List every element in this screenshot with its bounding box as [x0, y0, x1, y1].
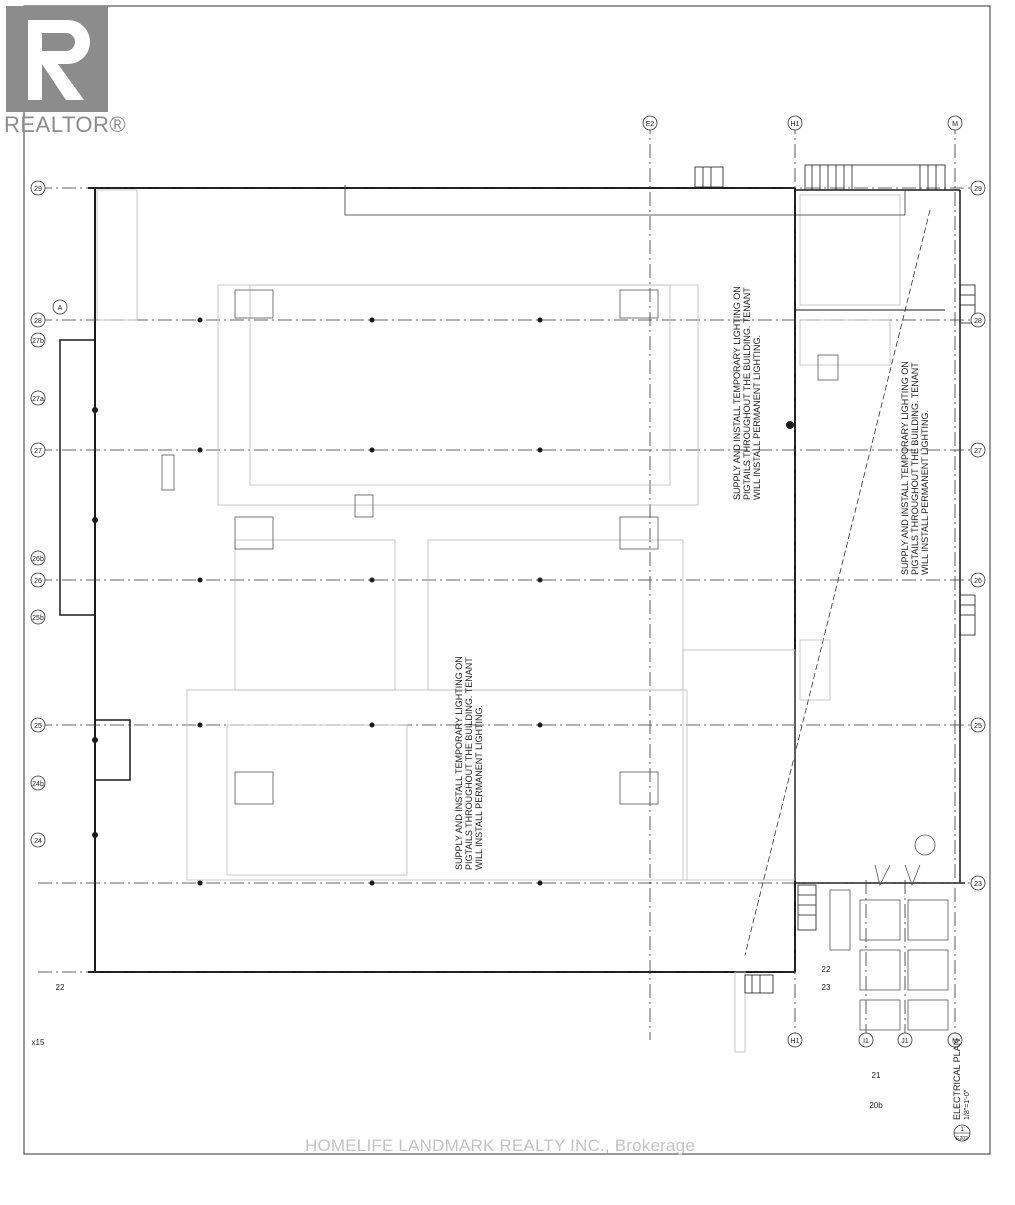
grid-bubbles-right: [970, 180, 986, 891]
svg-text:WILL INSTALL PERMANENT LIGHTIN: WILL INSTALL PERMANENT LIGHTING.: [474, 705, 484, 870]
stairs: [694, 164, 976, 994]
grid-label-row: 26: [34, 578, 42, 585]
grid-rows: [38, 187, 985, 973]
svg-text:PIGTAILS THROUGHOUT THE BUILDI: PIGTAILS THROUGHOUT THE BUILDING. TENANT: [742, 287, 752, 500]
grid-label-row: 28: [34, 318, 42, 325]
bottom-number: 22: [822, 965, 831, 974]
realtor-logo: [6, 6, 108, 112]
bottom-number: 20b: [869, 1101, 883, 1110]
grid-label-row: 27a: [32, 396, 44, 403]
realtor-logo-text: REALTOR®: [4, 112, 127, 137]
svg-text:SUPPLY AND INSTALL TEMPORARY L: SUPPLY AND INSTALL TEMPORARY LIGHTING ON: [732, 286, 742, 500]
feeder-leader: [344, 185, 906, 216]
grid-label-col-bottom: I1: [863, 1038, 869, 1045]
equipment-boxes: [161, 289, 839, 805]
grid-label-row-right: 23: [974, 881, 982, 888]
title-block: 1 E202 ELECTRICAL PLAN 1/8"=1'-0": [952, 1039, 971, 1142]
device-dots: [92, 317, 794, 886]
realtor-r-icon: [6, 6, 108, 112]
svg-text:PIGTAILS THROUGHOUT THE BUILDI: PIGTAILS THROUGHOUT THE BUILDING. TENANT: [910, 362, 920, 575]
diagonal-feeder: [744, 209, 931, 956]
svg-text:SUPPLY AND INSTALL TEMPORARY L: SUPPLY AND INSTALL TEMPORARY LIGHTING ON: [900, 361, 910, 575]
sheet-ref: 1: [960, 1127, 964, 1133]
grid-label-row: 24b: [32, 781, 44, 788]
svg-text:SUPPLY AND INSTALL TEMPORARY L: SUPPLY AND INSTALL TEMPORARY LIGHTING ON: [454, 656, 464, 870]
grid-label-row: 27: [34, 448, 42, 455]
bottom-number: 21: [872, 1071, 881, 1080]
grid-label-row-right: 28: [974, 318, 982, 325]
grid-label-col: M: [952, 121, 958, 128]
grid-label-col-bottom: M: [952, 1038, 958, 1045]
grid-label-row: 25: [34, 723, 42, 730]
side-label: x15: [32, 1038, 45, 1047]
grid-label-row: 29: [34, 186, 42, 193]
drawing-title: ELECTRICAL PLAN: [952, 1039, 962, 1120]
grid-cols: [649, 120, 956, 1040]
grid-label-col-bottom: H1: [791, 1038, 800, 1045]
grid-bubbles-bottom: [787, 1032, 963, 1048]
note-temporary-lighting-3: SUPPLY AND INSTALL TEMPORARY LIGHTING ON…: [454, 656, 484, 870]
drawing-scale: 1/8"=1'-0": [964, 1089, 971, 1120]
note-temporary-lighting-2: SUPPLY AND INSTALL TEMPORARY LIGHTING ON…: [900, 361, 930, 575]
svg-text:WILL INSTALL PERMANENT LIGHTIN: WILL INSTALL PERMANENT LIGHTING.: [920, 410, 930, 575]
dock-area: [829, 834, 949, 1031]
grid-label-row: 27b: [32, 338, 44, 345]
room-outlines: [96, 189, 901, 1053]
grid-bubbles-top: [52, 115, 963, 315]
grid-label-row-right: 25: [974, 723, 982, 730]
bottom-number: 23: [822, 983, 831, 992]
brokerage-watermark: HOMELIFE LANDMARK REALTY INC., Brokerage: [305, 1136, 695, 1155]
grid-label-col-a: A: [58, 305, 63, 312]
grid-label-row: 26b: [32, 556, 44, 563]
grid-label-col: E2: [646, 121, 655, 128]
grid-bubbles-left: [30, 180, 46, 848]
svg-text:PIGTAILS THROUGHOUT THE BUILDI: PIGTAILS THROUGHOUT THE BUILDING. TENANT: [464, 657, 474, 870]
grid-label-col-bottom: J1: [901, 1038, 909, 1045]
grid-label-row: 25b: [32, 615, 44, 622]
grid-label-row: 24: [34, 838, 42, 845]
svg-text:WILL INSTALL PERMANENT LIGHTIN: WILL INSTALL PERMANENT LIGHTING.: [752, 335, 762, 500]
note-temporary-lighting-1: SUPPLY AND INSTALL TEMPORARY LIGHTING ON…: [732, 286, 762, 500]
grid-label-row-right: 27: [974, 448, 982, 455]
grid-label-row-right: 26: [974, 578, 982, 585]
grid-label-col: H1: [791, 121, 800, 128]
grid-label-row: 22: [56, 983, 65, 992]
grid-label-row-right: 29: [974, 186, 982, 193]
sheet-number: E202: [956, 1136, 968, 1142]
